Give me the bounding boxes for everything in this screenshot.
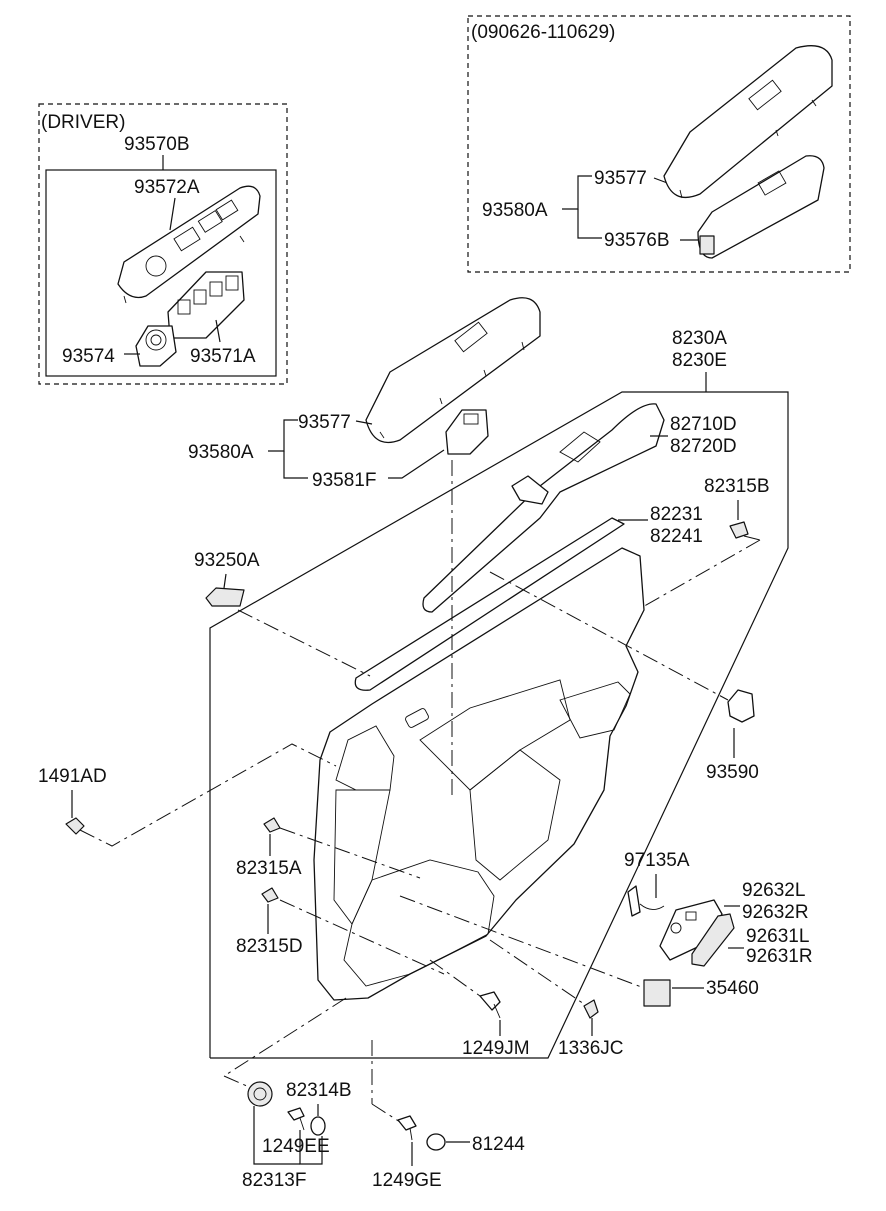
grommet-82313f bbox=[247, 1081, 273, 1107]
screw-1491ad bbox=[65, 817, 85, 835]
clip-82315b bbox=[729, 521, 749, 539]
label-93571a: 93571A bbox=[190, 346, 256, 367]
clip-82315a bbox=[263, 817, 281, 833]
label-93574: 93574 bbox=[62, 346, 115, 367]
clip-82315d bbox=[261, 887, 279, 903]
inset-window-switch bbox=[697, 155, 825, 259]
label-35460: 35460 bbox=[706, 978, 759, 999]
cover-92631 bbox=[691, 913, 735, 967]
switch-panel-92632 bbox=[659, 899, 723, 961]
label-93250a: 93250A bbox=[194, 550, 260, 571]
label-1249ge: 1249GE bbox=[372, 1170, 442, 1191]
label-93576b: 93576B bbox=[604, 230, 670, 251]
pad-35460 bbox=[643, 979, 671, 1007]
label-82720d: 82720D bbox=[670, 436, 737, 457]
driver-switch-module bbox=[167, 271, 245, 339]
label-82231: 82231 bbox=[650, 504, 703, 525]
passenger-window-switch bbox=[445, 409, 489, 455]
label-81244: 81244 bbox=[472, 1134, 525, 1155]
screw-1249jm bbox=[479, 991, 501, 1019]
label-93577: 93577 bbox=[298, 412, 351, 433]
label-93577-inset: 93577 bbox=[594, 168, 647, 189]
label-93581f: 93581F bbox=[312, 470, 376, 491]
label-93580a-inset: 93580A bbox=[482, 200, 548, 221]
driver-inset: (DRIVER) 93570B 93572A 93574 bbox=[38, 103, 288, 385]
label-93590: 93590 bbox=[706, 762, 759, 783]
cap-82314b bbox=[310, 1116, 326, 1136]
wiring-97135a bbox=[627, 885, 665, 917]
screw-1249ee bbox=[287, 1107, 305, 1131]
driver-assembly-box bbox=[45, 169, 277, 377]
label-93570b: 93570B bbox=[124, 134, 190, 155]
label-97135a: 97135A bbox=[624, 850, 690, 871]
clip-1336jc bbox=[583, 999, 599, 1019]
label-82315d: 82315D bbox=[236, 936, 303, 957]
label-92632r: 92632R bbox=[742, 902, 809, 923]
window-switch-bezel bbox=[365, 297, 541, 444]
switch-93590 bbox=[727, 689, 755, 723]
label-1249ee: 1249EE bbox=[262, 1136, 330, 1157]
nut-81244 bbox=[426, 1133, 446, 1151]
label-93572a: 93572A bbox=[134, 177, 200, 198]
date-inset-title: (090626-110629) bbox=[471, 22, 615, 43]
label-92631r: 92631R bbox=[746, 946, 813, 967]
label-1249jm: 1249JM bbox=[462, 1038, 530, 1059]
label-1491ad: 1491AD bbox=[38, 766, 107, 787]
label-8230e: 8230E bbox=[672, 350, 727, 371]
armrest-handle bbox=[422, 403, 665, 613]
label-92631l: 92631L bbox=[746, 926, 809, 947]
date-inset: (090626-110629) 93580A 93577 93576B bbox=[467, 15, 851, 273]
label-93580a: 93580A bbox=[188, 442, 254, 463]
door-trim-assembly-frame: 8230A 8230E bbox=[209, 328, 789, 1059]
inset-window-switch-bezel bbox=[663, 45, 833, 199]
label-92632l: 92632L bbox=[742, 880, 805, 901]
label-8230a: 8230A bbox=[672, 328, 727, 349]
date-inset-frame bbox=[467, 15, 851, 273]
driver-switch-bezel bbox=[117, 185, 261, 304]
label-82313f: 82313F bbox=[242, 1170, 306, 1191]
label-82241: 82241 bbox=[650, 526, 703, 547]
label-82315a: 82315A bbox=[236, 858, 302, 879]
label-1336jc: 1336JC bbox=[558, 1038, 624, 1059]
label-82315b: 82315B bbox=[704, 476, 770, 497]
switch-93250a bbox=[205, 587, 245, 607]
mirror-switch bbox=[135, 325, 177, 367]
driver-inset-title: (DRIVER) bbox=[41, 112, 125, 133]
screw-1249ge bbox=[397, 1115, 417, 1141]
label-82314b: 82314B bbox=[286, 1080, 352, 1101]
belt-weatherstrip bbox=[354, 517, 625, 691]
door-trim-panel bbox=[313, 547, 645, 1001]
label-82710d: 82710D bbox=[670, 414, 737, 435]
driver-inset-frame bbox=[38, 103, 288, 385]
